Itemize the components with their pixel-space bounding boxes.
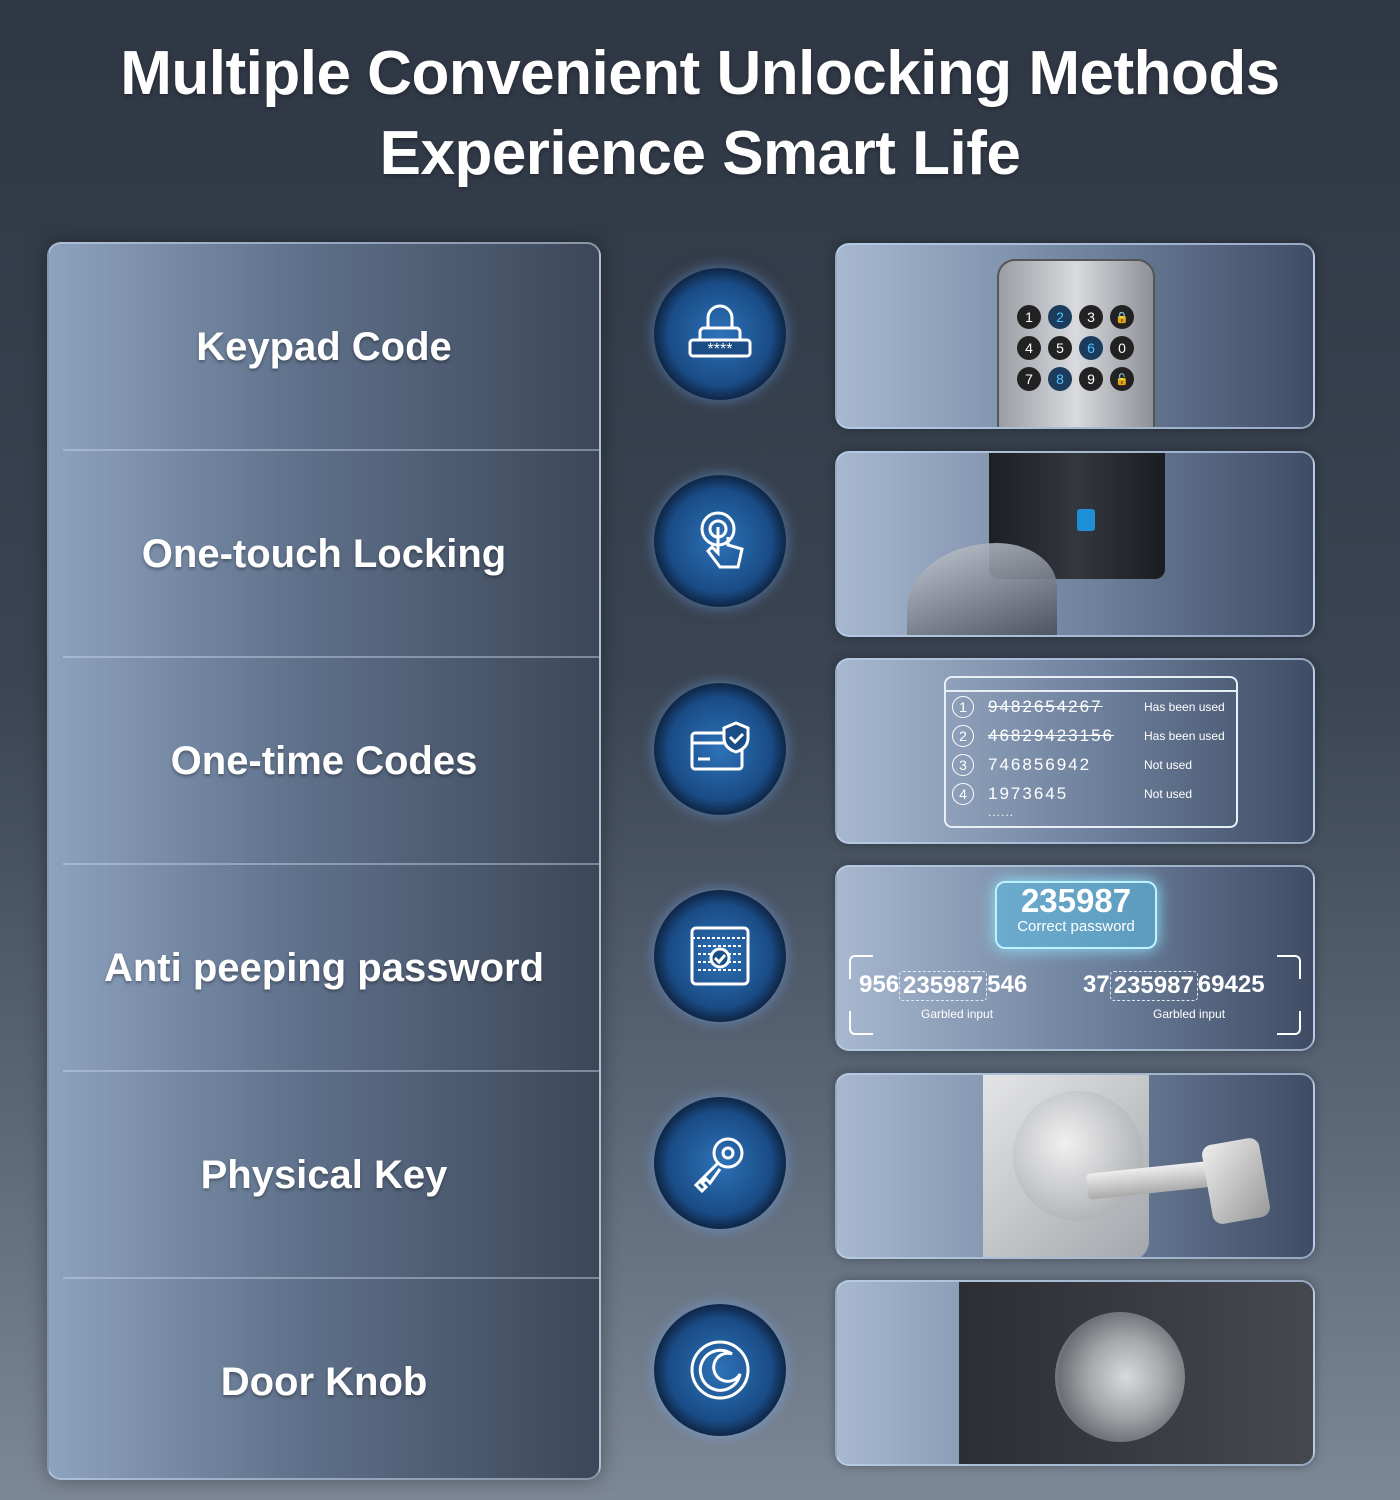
touch-button [1077,509,1095,531]
keypad-card: 1 2 3 🔒 4 5 6 0 7 8 9 🔓 [835,243,1315,429]
headline: Multiple Convenient Unlocking Methods [120,39,1280,108]
keypad-grid: 1 2 3 🔒 4 5 6 0 7 8 9 🔓 [1017,305,1134,391]
garble-password: 235987 [899,971,988,1001]
code-status: Not used [1144,757,1193,772]
knob-image [1055,1312,1185,1442]
garble-password: 235987 [1109,971,1198,1001]
key: 1 [1017,305,1041,329]
key: 4 [1017,336,1041,360]
code-row: 1 9482654267 Has been used [946,692,1236,721]
key: 0 [1110,336,1134,360]
code-index: 2 [952,724,974,747]
method-one-touch-locking: One-touch Locking [49,451,599,658]
key: 3 [1079,305,1103,329]
garbled-label: Garbled input [921,1007,994,1021]
correct-password-label: Correct password [1017,918,1135,935]
key: 5 [1048,336,1072,360]
knob-icon [654,1304,786,1436]
key: 🔒 [1110,305,1134,329]
key: 8 [1048,367,1072,391]
garble-prefix: 37 [1083,971,1110,998]
garble-prefix: 956 [859,971,900,998]
code-index: 4 [952,782,974,805]
more-codes: ...... [988,805,1015,819]
code-value: 46829423156 [988,725,1115,745]
key: 6 [1079,336,1103,360]
cylinder-image [1013,1091,1143,1221]
code-status: Has been used [1144,699,1225,714]
methods-panel: Keypad Code One-touch Locking One-time C… [47,242,601,1480]
code-value: 9482654267 [988,696,1103,716]
method-anti-peeping: Anti peeping password [49,865,599,1072]
method-keypad-code: Keypad Code [49,244,599,451]
code-index: 1 [952,695,974,718]
door-knob-card [835,1280,1315,1466]
code-index: 3 [952,753,974,776]
code-row: 3 746856942 Not used [946,750,1236,779]
code-row: 2 46829423156 Has been used [946,721,1236,750]
method-physical-key: Physical Key [49,1072,599,1279]
touch-hand-icon [654,475,786,607]
key: 🔓 [1110,367,1134,391]
key: 7 [1017,367,1041,391]
method-one-time-codes: One-time Codes [49,658,599,865]
key-icon [654,1097,786,1229]
hand-image [907,543,1057,635]
code-status: Has been used [1144,728,1225,743]
garble-suffix: 546 [987,971,1028,998]
code-value: 746856942 [988,754,1092,774]
svg-text:****: **** [708,341,733,358]
keypad-lock-icon: **** [654,268,786,400]
screen-check-icon [654,890,786,1022]
garble-suffix: 69425 [1197,971,1265,998]
method-door-knob: Door Knob [220,1360,428,1404]
card-shield-icon [654,683,786,815]
subheadline: Experience Smart Life [379,119,1021,188]
code-status: Not used [1144,786,1193,801]
key: 2 [1048,305,1072,329]
key: 9 [1079,367,1103,391]
code-row: 4 1973645 Not used [946,779,1236,808]
code-value: 1973645 [988,783,1069,803]
correct-password: 235987 [1020,882,1132,919]
garbled-label: Garbled input [1153,1007,1226,1021]
physical-key-card [835,1073,1315,1259]
one-touch-card [835,451,1315,637]
